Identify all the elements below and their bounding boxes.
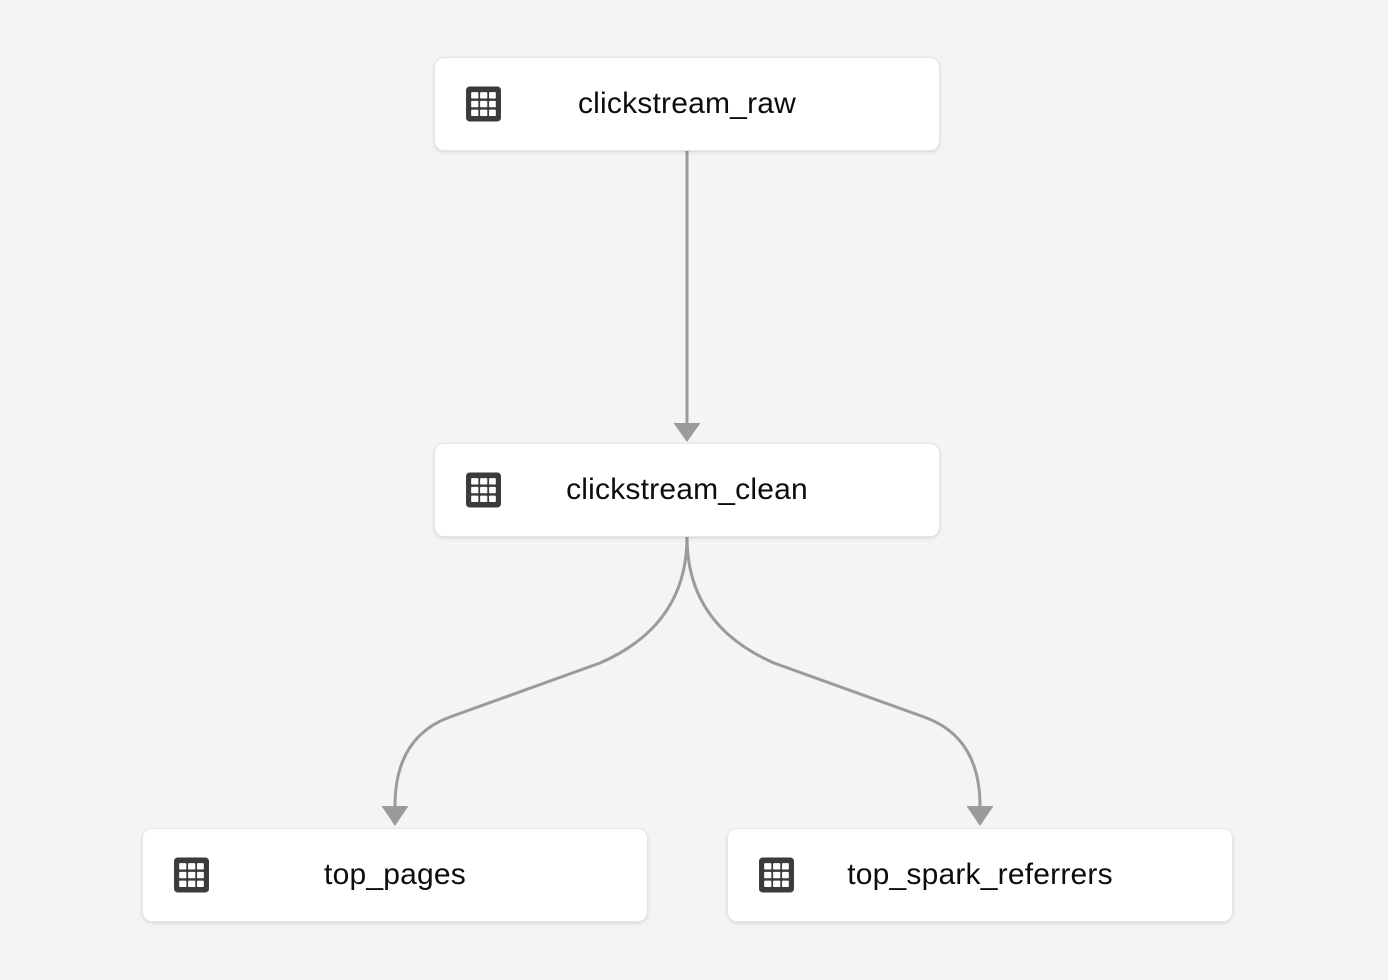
node-label: clickstream_raw bbox=[577, 87, 797, 120]
node-clickstream-clean[interactable]: clickstream_clean bbox=[434, 443, 940, 537]
node-top-spark-referrers[interactable]: top_spark_referrers bbox=[727, 828, 1233, 922]
arrowhead-referrers bbox=[966, 806, 994, 826]
table-icon bbox=[466, 86, 501, 122]
edge-clean-to-referrers bbox=[685, 536, 982, 807]
arrowhead-pages bbox=[381, 806, 409, 826]
table-icon bbox=[759, 857, 794, 893]
edge-clean-to-pages bbox=[393, 536, 689, 807]
arrowhead-clean bbox=[673, 423, 701, 442]
table-icon bbox=[174, 857, 209, 893]
node-top-pages[interactable]: top_pages bbox=[142, 828, 648, 922]
node-label: top_pages bbox=[324, 858, 466, 891]
node-clickstream-raw[interactable]: clickstream_raw bbox=[434, 57, 940, 151]
table-icon bbox=[466, 472, 501, 508]
node-label: top_spark_referrers bbox=[847, 858, 1113, 891]
node-label: clickstream_clean bbox=[566, 473, 808, 506]
